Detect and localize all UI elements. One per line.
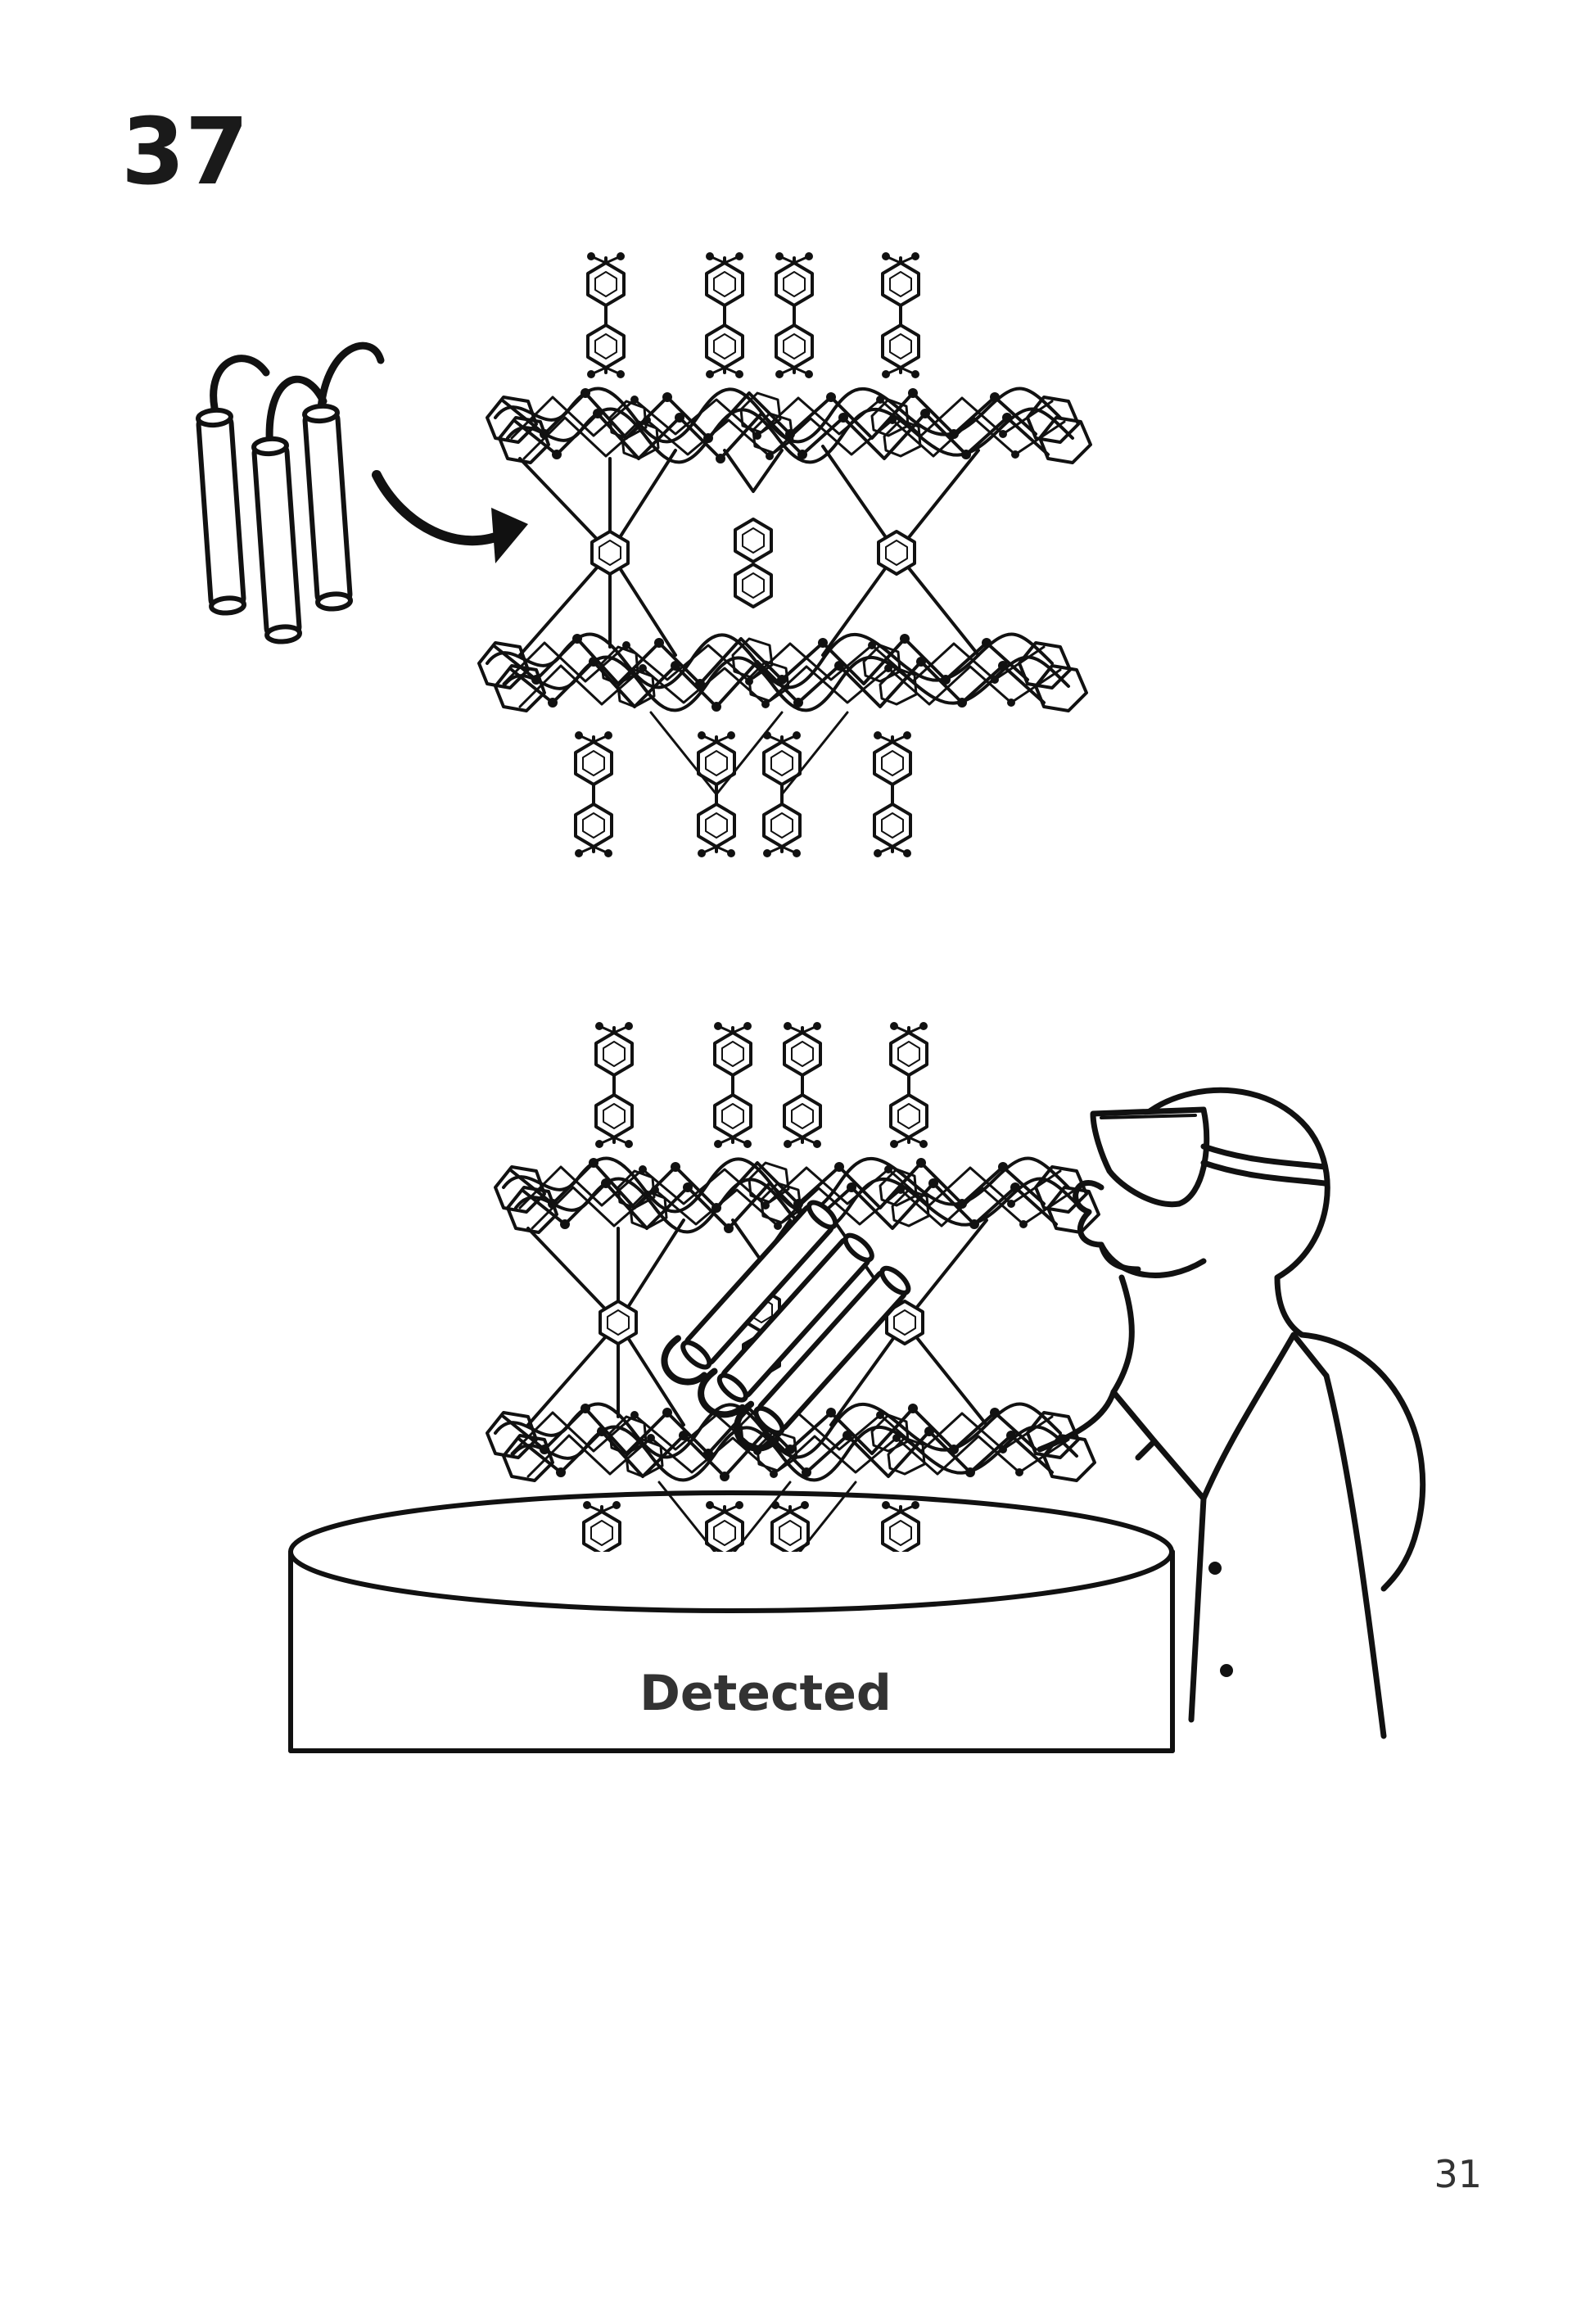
scientist-with-goggles-illustration — [1037, 1087, 1426, 1739]
dynamite-bundle-icon — [197, 341, 385, 643]
detector-platform: Detected — [288, 1490, 1175, 1753]
curved-arrow-icon — [372, 470, 528, 563]
trapped-dynamite-icon — [661, 1192, 914, 1452]
page-number: 31 — [1434, 2152, 1482, 2196]
step-number: 37 — [121, 99, 249, 206]
detected-label: Detected — [639, 1665, 892, 1722]
molecular-framework-top — [479, 252, 1091, 857]
